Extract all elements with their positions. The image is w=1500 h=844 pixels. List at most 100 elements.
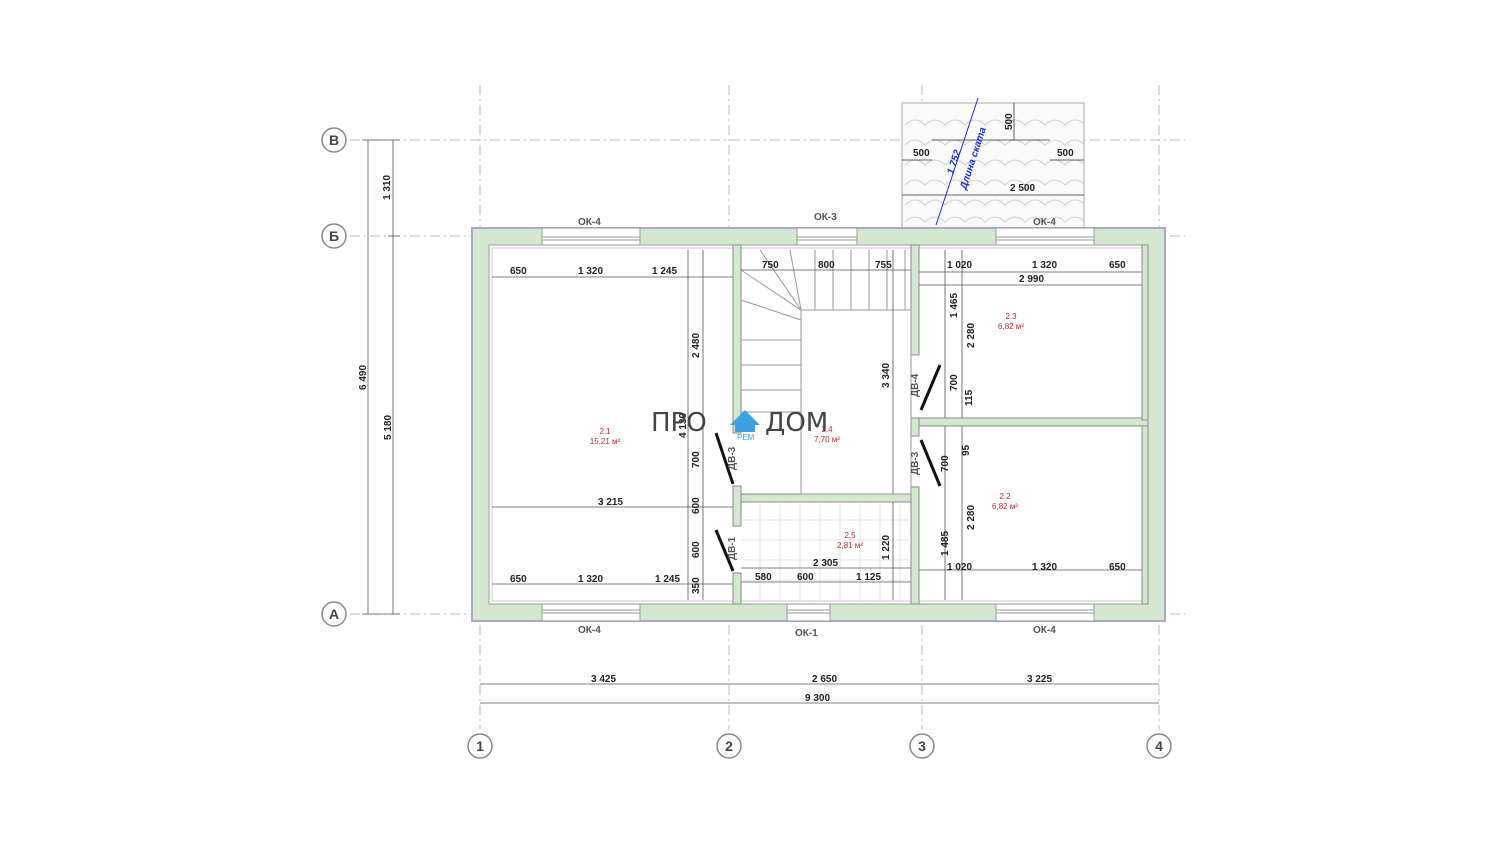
r3-width: 2 990 [1019,274,1044,285]
house-icon [730,410,760,432]
bathroom-tiles [741,502,911,604]
window-label-bottom-left: ОК-4 [578,625,601,636]
room-2-3-label: 2.3 6,82 м² [998,312,1024,331]
bottom-dim-2: 2 650 [812,674,837,685]
svg-text:ДОМ: ДОМ [765,408,828,438]
r2-bottom-2: 1 320 [1032,562,1057,573]
r1-top-3: 1 245 [652,266,677,277]
bottom-dim-total: 9 300 [805,693,830,704]
svg-text:1: 1 [476,738,484,754]
left-dim-overall: 6 490 [358,365,369,390]
r3-h2: 2 280 [966,323,977,348]
room-2-2-label: 2.2 6,82 м² [992,492,1018,511]
roof-dim-right: 500 [1057,148,1074,159]
svg-text:РЕМ: РЕМ [737,433,755,442]
r1-door3: 600 [691,541,702,558]
r2-door: 700 [940,455,951,472]
window-label-top-mid: ОК-3 [814,212,837,223]
r1-bottom-1: 650 [510,574,527,585]
r1-width: 3 215 [598,497,623,508]
r3-door: 700 [949,374,960,391]
window-label-top-left: ОК-4 [578,217,601,228]
svg-text:2.1: 2.1 [599,427,611,436]
svg-text:15,21 м²: 15,21 м² [590,437,621,446]
axis-markers: В Б А 1 2 3 4 [321,127,1172,759]
r2-bottom-1: 1 020 [947,562,972,573]
svg-text:7,70 м²: 7,70 м² [814,435,840,444]
r2-h: 2 280 [966,505,977,530]
r1-bottom-3: 1 245 [655,574,680,585]
r2-h2: 1 485 [940,531,951,556]
r5-bottom-1: 580 [755,572,772,583]
bottom-dim-1: 3 425 [591,674,616,685]
window-label-bottom-mid: ОК-1 [795,628,818,639]
svg-text:6,82 м²: 6,82 м² [992,502,1018,511]
axis-col-4: 4 [1146,733,1172,759]
room-2-1-label: 2.1 15,21 м² [590,427,621,446]
svg-text:2.4: 2.4 [821,425,833,434]
svg-text:4: 4 [1155,738,1163,754]
r3-top-3: 650 [1109,260,1126,271]
axis-col-3: 3 [909,733,935,759]
room-2-4-label: 2.4 7,70 м² [814,425,840,444]
room-2-5-label: 2.5 2,81 м² [837,531,863,550]
door-label-dv3a: ДВ-3 [727,446,738,470]
r5-width: 2 305 [813,558,838,569]
svg-text:2,81 м²: 2,81 м² [837,541,863,550]
axis-col-2: 2 [716,733,742,759]
stair-top-2: 800 [818,260,835,271]
window-label-bottom-right: ОК-4 [1033,625,1056,636]
r1-door1: 700 [691,451,702,468]
left-dimension-lines [362,139,400,615]
roof-dim-left: 500 [913,148,930,159]
r1-door4: 350 [691,577,702,594]
door-leaves [714,364,942,572]
left-dim-main: 5 180 [383,415,394,440]
roof-dim-top: 500 [1004,113,1015,130]
door-label-dv4: ДВ-4 [910,373,921,397]
svg-text:2.5: 2.5 [844,531,856,540]
svg-text:2.3: 2.3 [1005,312,1017,321]
axis-row-v: В [321,127,347,153]
axis-row-a: А [321,601,347,627]
roof-dim-width: 2 500 [1010,183,1035,194]
bottom-dim-3: 3 225 [1027,674,1052,685]
stair-top-1: 750 [762,260,779,271]
r5-h: 1 220 [881,535,892,560]
interior-walls [732,244,1149,605]
svg-text:3: 3 [918,738,926,754]
r2-off: 95 [961,444,972,456]
r1-h2: 4 130 [678,413,689,438]
svg-text:ПРО: ПРО [651,408,707,438]
r2-bottom-3: 650 [1109,562,1126,573]
svg-text:2: 2 [725,738,733,754]
r1-top-1: 650 [510,266,527,277]
axis-col-1: 1 [467,733,493,759]
svg-text:2.2: 2.2 [999,492,1011,501]
r5-bottom-2: 600 [797,572,814,583]
door-label-dv1: ДВ-1 [727,536,738,560]
stair-top-3: 755 [875,260,892,271]
r5-bottom-3: 1 125 [856,572,881,583]
r1-bottom-2: 1 320 [578,574,603,585]
r3-top-2: 1 320 [1032,260,1057,271]
r1-top-2: 1 320 [578,266,603,277]
svg-text:А: А [329,606,339,622]
r3-off: 115 [964,389,975,406]
door-label-dv3b: ДВ-3 [910,451,921,475]
r3-h1: 1 465 [949,293,960,318]
r1-door2: 600 [691,497,702,514]
dimension-lines [492,250,1142,600]
svg-text:В: В [329,132,339,148]
r1-h1: 2 480 [691,333,702,358]
r3-top-1: 1 020 [947,260,972,271]
stair-h: 3 340 [881,363,892,388]
svg-text:Б: Б [329,228,339,244]
axis-row-b: Б [321,223,347,249]
porch-roof: 500 500 2 500 500 1 752 Длина ската [901,97,1086,229]
left-dim-upper: 1 310 [382,175,393,200]
window-label-top-right: ОК-4 [1033,217,1056,228]
watermark-logo: ПРО РЕМ ДОМ [651,408,828,442]
svg-text:6,82 м²: 6,82 м² [998,322,1024,331]
